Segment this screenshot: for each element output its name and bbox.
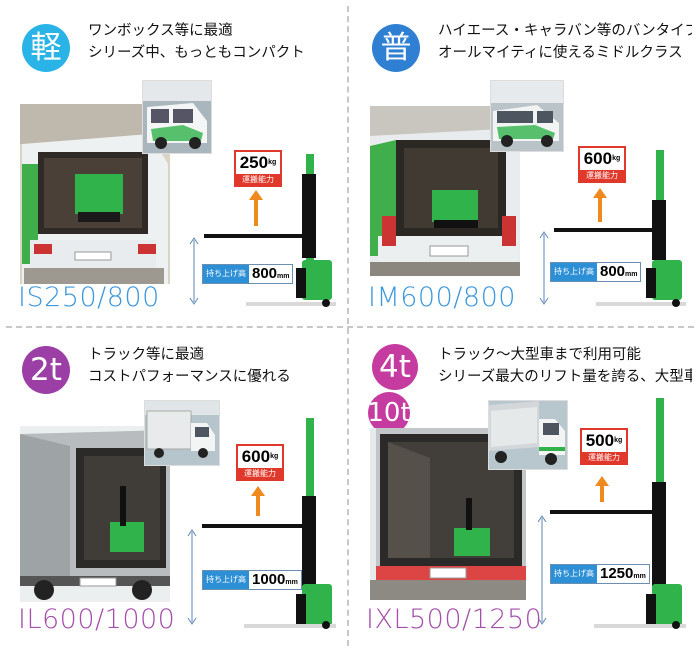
capacity-unit: kg bbox=[612, 155, 621, 162]
lift-height-value: 800 bbox=[252, 265, 278, 282]
description-line: シリーズ中、もっともコンパクト bbox=[88, 45, 305, 61]
panel-description: トラック～大型車まで利用可能 シリーズ最大のリフト量を誇る、大型車対応 bbox=[438, 344, 692, 388]
lift-height-unit: mm bbox=[633, 573, 646, 580]
category-badge-2t: 2t bbox=[22, 346, 70, 394]
lift-height-value: 1000 bbox=[252, 571, 286, 588]
badge-label: 4t bbox=[379, 348, 411, 385]
vehicle-exterior-photo bbox=[142, 80, 212, 154]
product-panel-il600: 2t トラック等に最適 コストパフォーマンスに優れる bbox=[6, 332, 342, 647]
model-name: IXL500/1250 bbox=[366, 604, 543, 635]
capacity-label: 運搬能力 bbox=[238, 468, 282, 479]
lift-height-box: 持ち上げ高 1250mm bbox=[550, 564, 650, 584]
lift-height-label: 持ち上げ高 bbox=[203, 265, 249, 283]
capacity-label: 運搬能力 bbox=[582, 452, 626, 463]
lift-height-unit: mm bbox=[277, 273, 290, 280]
lift-height-box: 持ち上げ高 1000mm bbox=[202, 570, 302, 590]
capacity-unit: kg bbox=[268, 159, 277, 166]
capacity-box: 500kg 運搬能力 bbox=[580, 428, 628, 465]
lift-height-label: 持ち上げ高 bbox=[551, 263, 597, 281]
lift-height-box: 持ち上げ高 800mm bbox=[202, 264, 294, 284]
lift-height-unit: mm bbox=[285, 579, 298, 586]
horizontal-divider bbox=[6, 326, 694, 328]
panel-description: トラック等に最適 コストパフォーマンスに優れる bbox=[88, 344, 291, 388]
lift-height-label: 持ち上げ高 bbox=[551, 565, 597, 583]
large-truck-exterior-photo bbox=[488, 400, 568, 470]
lift-height-value: 1250 bbox=[600, 565, 634, 582]
description-line: オールマイティに使えるミドルクラス bbox=[438, 45, 683, 61]
badge-label: 2t bbox=[30, 351, 62, 388]
truck-loading-photo bbox=[20, 426, 170, 602]
product-panel-is250: 軽 ワンボックス等に最適 シリーズ中、もっともコンパクト bbox=[6, 6, 342, 321]
description-line: コストパフォーマンスに優れる bbox=[88, 369, 291, 385]
lift-diagram bbox=[187, 418, 336, 629]
large-truck-loading-photo bbox=[370, 428, 526, 600]
model-name: IS250/800 bbox=[18, 282, 160, 313]
vehicle-exterior-photo bbox=[490, 80, 564, 152]
lift-height-value: 800 bbox=[600, 263, 626, 280]
capacity-value: 600 bbox=[241, 447, 271, 466]
capacity-label: 運搬能力 bbox=[236, 174, 280, 185]
category-badge-4t: 4t bbox=[372, 344, 418, 390]
badge-label: 10t bbox=[367, 398, 411, 428]
description-line: ハイエース・キャラバン等のバンタイプに最適 bbox=[438, 23, 692, 39]
product-panel-ixl500: 4t 10t トラック～大型車まで利用可能 シリーズ最大のリフト量を誇る、大型車… bbox=[356, 332, 692, 647]
panel-description: ハイエース・キャラバン等のバンタイプに最適 オールマイティに使えるミドルクラス bbox=[438, 20, 692, 64]
capacity-box: 600kg 運搬能力 bbox=[578, 146, 626, 183]
description-line: トラック～大型車まで利用可能 bbox=[438, 347, 641, 363]
badge-label: 普 bbox=[380, 29, 412, 66]
truck-exterior-photo bbox=[144, 400, 220, 466]
lift-diagram bbox=[189, 154, 336, 307]
capacity-value: 250 bbox=[239, 153, 269, 172]
capacity-unit: kg bbox=[270, 453, 279, 460]
vehicle-loading-photo bbox=[20, 104, 170, 284]
category-badge-10t: 10t bbox=[367, 392, 411, 434]
category-badge-kei: 軽 bbox=[22, 24, 70, 72]
description-line: シリーズ最大のリフト量を誇る、大型車対応 bbox=[438, 369, 692, 385]
lift-diagram bbox=[539, 150, 686, 307]
lift-height-box: 持ち上げ高 800mm bbox=[550, 262, 642, 282]
panel-description: ワンボックス等に最適 シリーズ中、もっともコンパクト bbox=[88, 20, 305, 64]
model-name: IM600/800 bbox=[368, 282, 516, 313]
capacity-unit: kg bbox=[614, 437, 623, 444]
lift-diagram bbox=[537, 398, 686, 629]
capacity-value: 600 bbox=[583, 149, 613, 168]
lift-height-unit: mm bbox=[625, 271, 638, 278]
capacity-box: 600kg 運搬能力 bbox=[236, 444, 284, 481]
capacity-box: 250kg 運搬能力 bbox=[234, 150, 282, 187]
capacity-label: 運搬能力 bbox=[580, 170, 624, 181]
product-panel-im600: 普 ハイエース・キャラバン等のバンタイプに最適 オールマイティに使えるミドルクラ… bbox=[356, 6, 692, 321]
lift-height-label: 持ち上げ高 bbox=[203, 571, 249, 589]
badge-label: 軽 bbox=[30, 29, 62, 66]
description-line: ワンボックス等に最適 bbox=[88, 23, 233, 39]
description-line: トラック等に最適 bbox=[88, 347, 204, 363]
capacity-value: 500 bbox=[585, 431, 615, 450]
model-name: IL600/1000 bbox=[18, 604, 176, 635]
category-badge-futsu: 普 bbox=[372, 24, 420, 72]
